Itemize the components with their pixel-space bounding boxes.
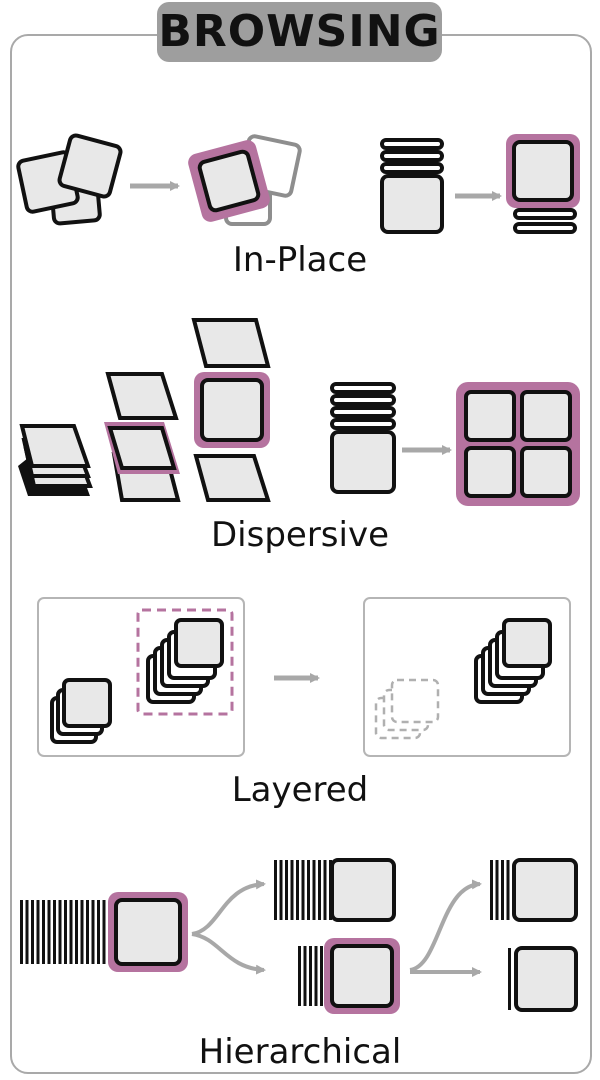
ghost-card-stack bbox=[374, 678, 440, 740]
folder-bar bbox=[309, 946, 312, 1006]
folder-bar bbox=[312, 860, 316, 920]
folder-bar bbox=[506, 860, 510, 920]
folder-bar bbox=[285, 860, 288, 920]
card-stack bbox=[380, 138, 444, 234]
folder-bar bbox=[323, 860, 327, 920]
folder-bar bbox=[86, 900, 89, 964]
folder-bar bbox=[490, 860, 493, 920]
folder-bar bbox=[303, 946, 307, 1006]
selection-box bbox=[136, 608, 234, 716]
page-title: BROWSING bbox=[158, 6, 441, 57]
folder-bar bbox=[80, 900, 84, 964]
hierarchical-diagram bbox=[20, 858, 578, 1014]
card-grid-selected bbox=[456, 382, 580, 506]
section-label-in-place: In-Place bbox=[232, 240, 368, 280]
small-card-stack bbox=[50, 678, 112, 744]
section-label-dispersive: Dispersive bbox=[210, 515, 390, 555]
folder-bar bbox=[20, 900, 23, 964]
folder-bar bbox=[296, 860, 299, 920]
folder-bar bbox=[314, 946, 318, 1006]
folder-bar bbox=[501, 860, 504, 920]
folder-bar bbox=[279, 860, 283, 920]
folder-bar bbox=[97, 900, 100, 964]
folder-bar bbox=[508, 948, 511, 1010]
folder-bar bbox=[42, 900, 45, 964]
section-label-hierarchical: Hierarchical bbox=[198, 1032, 402, 1072]
parallelogram-pile bbox=[18, 424, 93, 496]
branch-arrow-icon bbox=[409, 879, 482, 972]
folder-bar bbox=[274, 860, 277, 920]
card-stack-layered bbox=[146, 618, 224, 704]
folder-bar bbox=[47, 900, 51, 964]
folder-bar bbox=[318, 860, 321, 920]
card-stack bbox=[330, 382, 396, 494]
folder-bar bbox=[298, 946, 301, 1006]
folder-bar bbox=[25, 900, 29, 964]
section-label-layered: Layered bbox=[231, 770, 369, 810]
folder-bar bbox=[64, 900, 67, 964]
folder-bar bbox=[307, 860, 310, 920]
tilted-card-pile bbox=[16, 133, 123, 226]
child-folder bbox=[330, 858, 396, 922]
dispersive-diagram bbox=[18, 318, 580, 506]
folder-bar bbox=[75, 900, 78, 964]
folder-bar bbox=[53, 900, 56, 964]
card-stack-selected bbox=[506, 134, 580, 234]
folder-bar bbox=[91, 900, 95, 964]
folder-bars bbox=[20, 900, 106, 964]
folder-bar bbox=[31, 900, 34, 964]
folder-bar bbox=[36, 900, 40, 964]
in-place-diagram bbox=[16, 133, 580, 234]
branch-arrow-icon bbox=[191, 932, 266, 975]
folder-bar bbox=[102, 900, 106, 964]
folder-bar bbox=[69, 900, 73, 964]
title-tab bbox=[157, 2, 442, 62]
card-stack-promoted bbox=[474, 618, 552, 704]
branch-arrow-icon bbox=[191, 879, 266, 936]
parallelogram-dispersed bbox=[104, 372, 181, 502]
folder-bar bbox=[320, 946, 323, 1006]
folder-bar bbox=[58, 900, 62, 964]
folder-bar bbox=[290, 860, 294, 920]
folder-bars bbox=[490, 860, 510, 920]
tilted-card-selected bbox=[188, 134, 302, 226]
folder-bars bbox=[274, 860, 332, 920]
folder-bars bbox=[508, 948, 511, 1010]
layered-diagram bbox=[37, 597, 571, 757]
grandchild-folder bbox=[514, 946, 578, 1012]
folder-bar bbox=[301, 860, 305, 920]
grandchild-folder bbox=[512, 858, 578, 922]
folder-bar bbox=[495, 860, 499, 920]
parallelogram-expanded bbox=[191, 318, 271, 502]
folder-bars bbox=[298, 946, 323, 1006]
